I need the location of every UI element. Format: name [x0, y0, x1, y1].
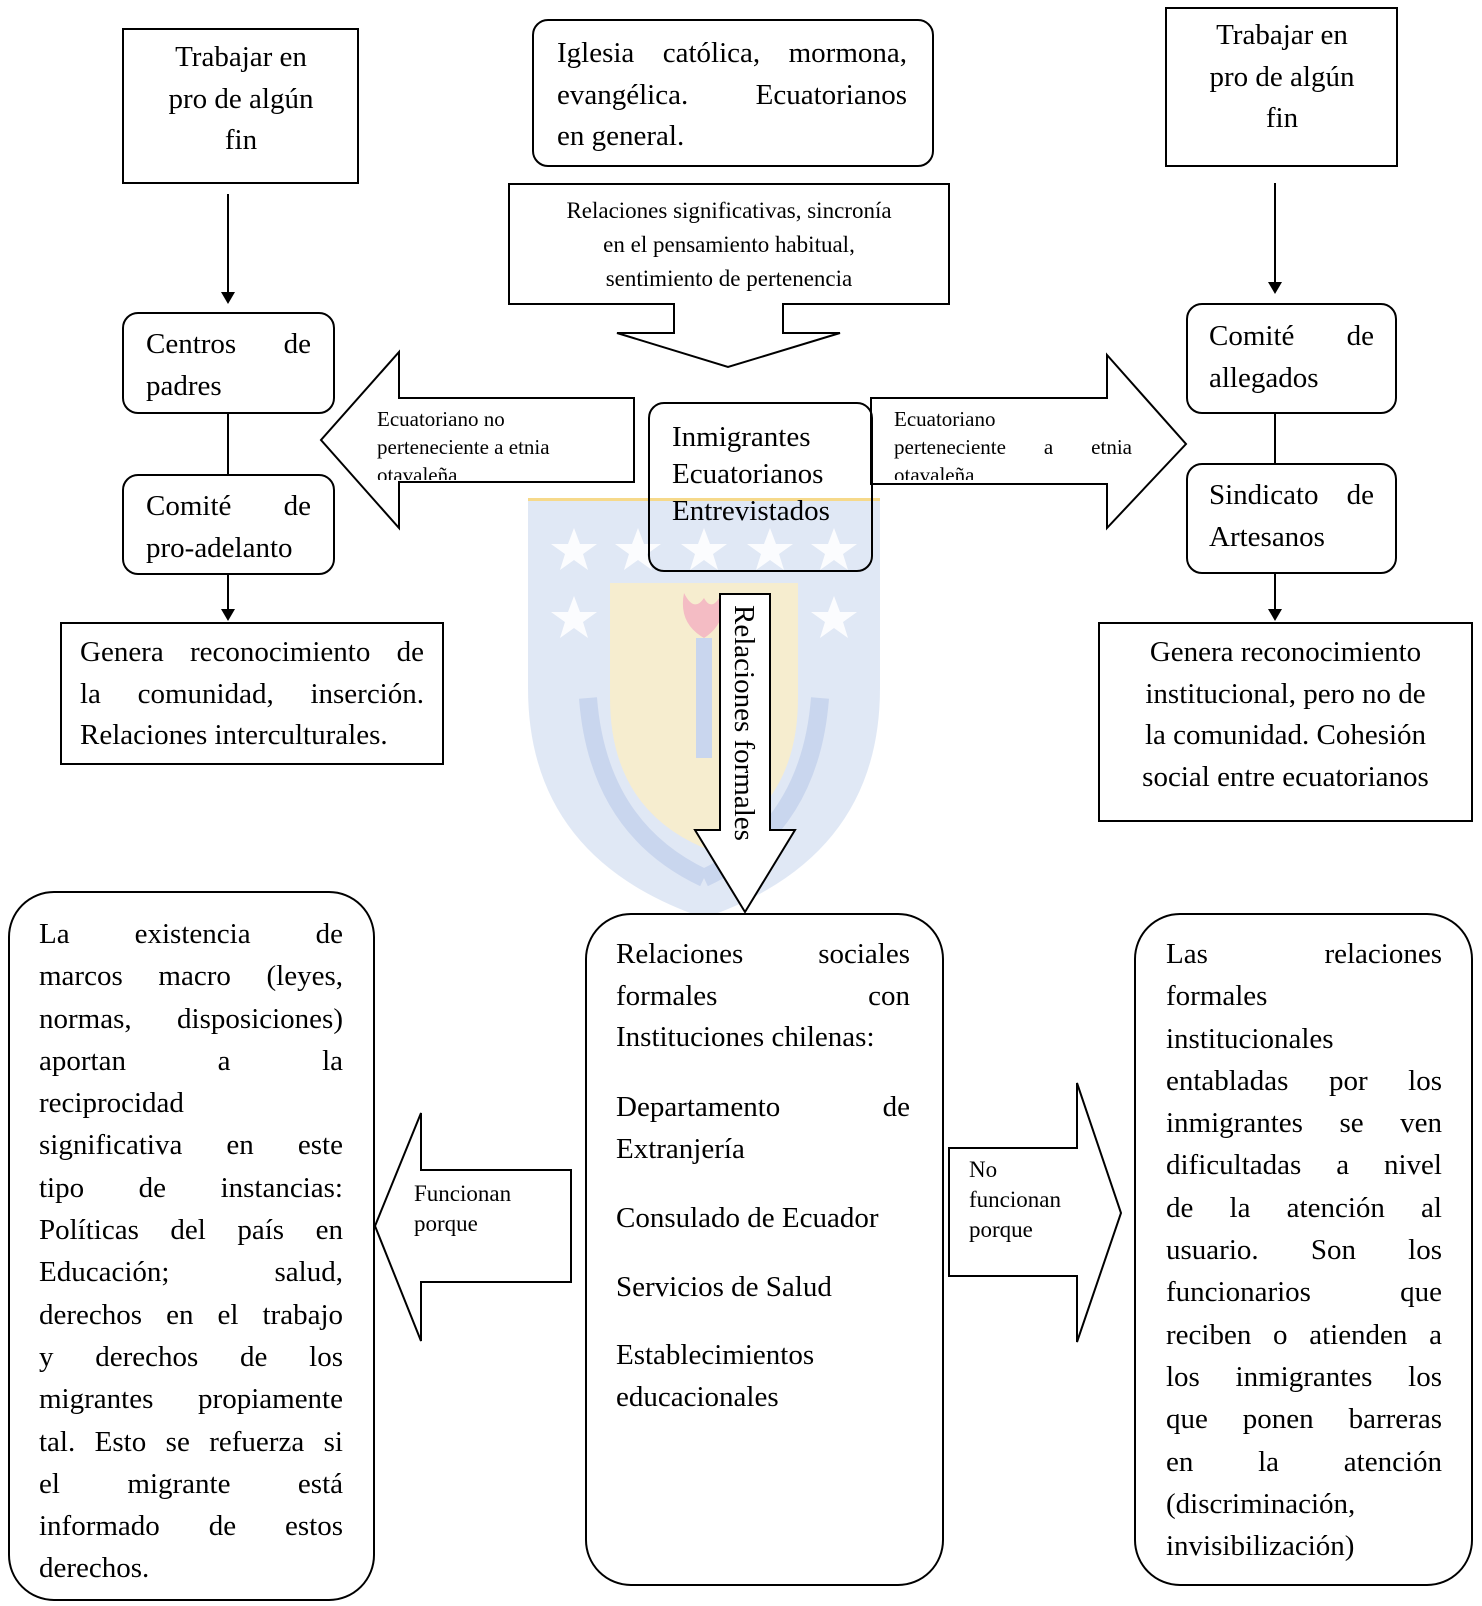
right-block-arrow — [870, 352, 1188, 531]
top-center-box-text: Iglesia católica, mormona, evangélica. E… — [557, 37, 907, 152]
institution-item-educacionales: Establecimientos educacionales — [616, 1339, 815, 1413]
sindicato-artesanos-box — [1186, 463, 1397, 574]
left-result-box — [60, 622, 444, 765]
bottom-right-block-arrow — [948, 1082, 1123, 1343]
top-right-box-text: Trabajar en pro de algún fin — [1209, 19, 1355, 134]
top-left-box — [122, 28, 359, 184]
comite-allegados-text: Comité de allegados — [1209, 320, 1374, 394]
left-arrow-text: Ecuatoriano no perteneciente a etnia ota… — [377, 407, 550, 480]
relaciones-formales-label: Relaciones formales — [728, 605, 760, 841]
top-right-box — [1165, 7, 1398, 167]
sindicato-artesanos-text: Sindicato de Artesanos — [1209, 479, 1374, 553]
right-result-text: Genera reconocimiento institucional, per… — [1142, 636, 1429, 793]
institution-item-salud: Servicios de Salud — [616, 1271, 832, 1303]
center-immigrants-box — [648, 402, 873, 572]
funcionan-porque-text: Funcionan porque — [414, 1181, 512, 1236]
right-arrow-text: Ecuatoriano perteneciente a etnia otaval… — [894, 407, 1132, 480]
center-down-arrow — [693, 593, 797, 914]
bottom-left-block-arrow — [373, 1112, 572, 1342]
comite-pro-adelanto-box — [122, 474, 335, 575]
centros-de-padres-box — [122, 312, 335, 414]
centros-de-padres-text: Centros de padres — [146, 328, 311, 402]
institution-item-consulado: Consulado de Ecuador — [616, 1202, 879, 1234]
no-funcionan-porque-text: No funcionan porque — [969, 1157, 1061, 1242]
center-immigrants-text: Inmigrantes Ecuatorianos Entrevistados — [672, 421, 830, 527]
bottom-left-box — [8, 891, 375, 1601]
left-result-text: Genera reconocimiento de la comunidad, i… — [80, 636, 424, 751]
comite-pro-adelanto-text: Comité de pro-adelanto — [146, 490, 311, 564]
comite-allegados-box — [1186, 303, 1397, 414]
bottom-center-intro: Relaciones sociales formales con Institu… — [616, 938, 910, 1053]
top-left-box-text: Trabajar en pro de algún fin — [168, 41, 314, 156]
bottom-left-text: La existencia de marcos macro (leyes, no… — [39, 918, 343, 1585]
institution-item-extranjeria: Departamento de Extranjería — [616, 1091, 910, 1165]
bottom-right-text: Las relaciones formales institucionales … — [1166, 938, 1442, 1563]
bottom-center-box — [585, 913, 944, 1586]
top-center-box — [532, 19, 934, 167]
top-center-arrow-shape — [508, 183, 950, 369]
top-center-arrow-text: Relaciones significativas, sincronía en … — [566, 198, 892, 291]
bottom-right-box — [1134, 913, 1473, 1586]
left-block-arrow — [319, 349, 635, 531]
right-result-box — [1098, 622, 1473, 822]
